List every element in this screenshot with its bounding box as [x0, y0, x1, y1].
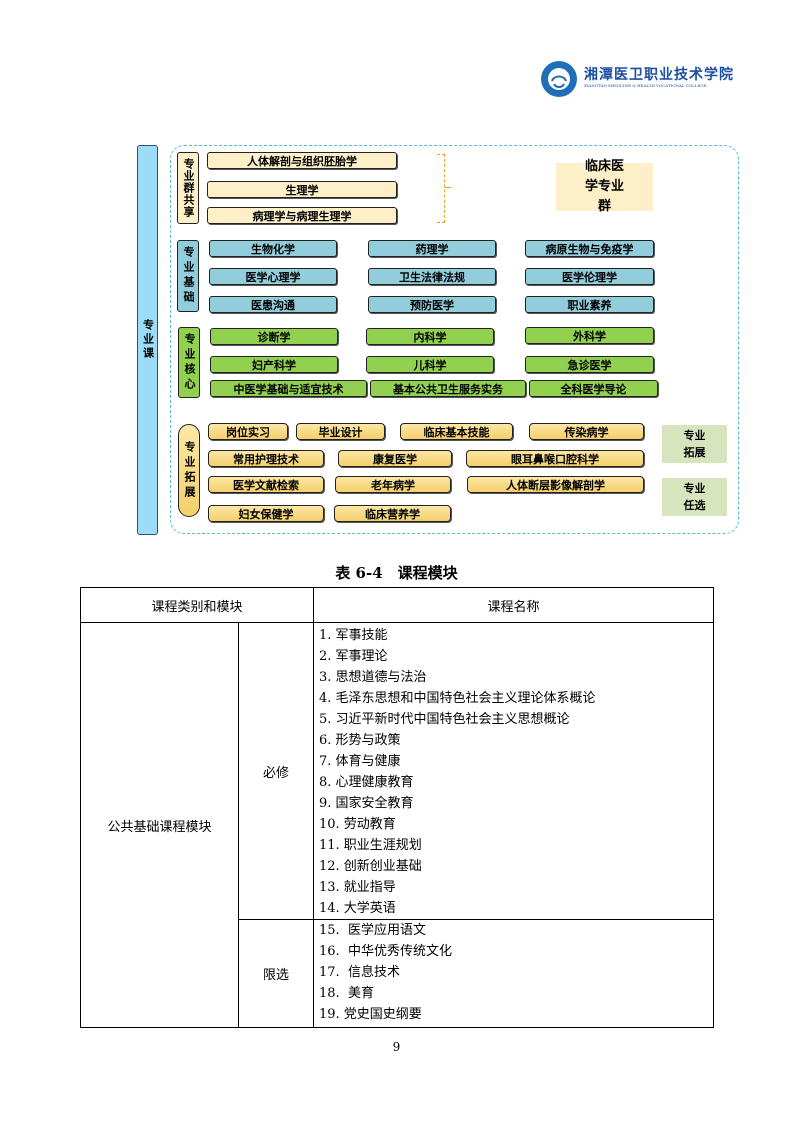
required-courses: 1. 军事技能 2. 军事理论 3. 思想道德与法治 4. 毛泽东思想和中国特色…: [313, 622, 714, 920]
college-seal-icon: [541, 61, 577, 97]
course-box: 病理学与病理生理学: [207, 207, 397, 224]
bracket: [437, 154, 445, 223]
basic-label: 专业基础: [177, 240, 199, 312]
ext-right-label: 专业拓展: [662, 425, 727, 463]
course-box: 内科学: [366, 328, 494, 345]
course-item: 1. 军事技能: [319, 628, 388, 643]
course-item: 14. 大学英语: [319, 901, 396, 916]
course-box: 医学心理学: [209, 268, 337, 285]
course-item: 16. 中华优秀传统文化: [319, 944, 452, 959]
header-category: 课程类别和模块: [80, 587, 314, 623]
course-box: 人体断层影像解剖学: [467, 476, 644, 493]
course-box: 预防医学: [368, 296, 496, 313]
course-box: 毕业设计: [296, 423, 385, 440]
page-number: 9: [392, 1040, 401, 1054]
course-box: 康复医学: [338, 450, 452, 467]
course-item: 6. 形势与政策: [319, 733, 401, 748]
course-box: 医学伦理学: [525, 268, 654, 285]
required-cell: 必修: [238, 622, 314, 920]
ext-label: 专业拓展: [178, 424, 200, 517]
course-item: 2. 军事理论: [319, 649, 388, 664]
logo-chinese-name: 湘潭医卫职业技术学院: [584, 67, 734, 83]
course-box: 常用护理技术: [208, 450, 324, 467]
course-box: 急诊医学: [525, 356, 654, 373]
module-cell: 公共基础课程模块: [80, 622, 239, 1028]
course-box: 中医学基础与适宜技术: [210, 380, 367, 397]
course-item: 11. 职业生涯规划: [319, 838, 422, 853]
course-box: 卫生法律法规: [368, 268, 496, 285]
course-box: 妇产科学: [210, 356, 338, 373]
course-item: 19. 党史国史纲要: [319, 1007, 422, 1022]
share-label: 专业群共享: [177, 152, 199, 224]
cluster-label: 临床医学专业群: [556, 159, 653, 214]
course-item: 3. 思想道德与法治: [319, 670, 427, 685]
course-item: 5. 习近平新时代中国特色社会主义思想概论: [319, 712, 570, 727]
table-caption: 表 6-4 课程模块: [335, 564, 458, 582]
course-box: 医患沟通: [209, 296, 337, 313]
course-item: 10. 劳动教育: [319, 817, 396, 832]
limited-courses: 15. 医学应用语文 16. 中华优秀传统文化 17. 信息技术 18. 美育 …: [313, 919, 714, 1028]
course-item: 9. 国家安全教育: [319, 796, 414, 811]
course-box: 病原生物与免疫学: [525, 240, 654, 257]
course-box: 生理学: [207, 181, 397, 198]
college-logo: 湘潭医卫职业技术学院 XIANGTAN MEDICINE & HEALTH VO…: [540, 58, 733, 100]
course-box: 眼耳鼻喉口腔科学: [466, 450, 644, 467]
course-item: 7. 体育与健康: [319, 754, 401, 769]
course-box: 临床营养学: [334, 505, 451, 522]
course-item: 12. 创新创业基础: [319, 859, 422, 874]
diagram-container: [170, 145, 739, 534]
course-box: 人体解剖与组织胚胎学: [207, 152, 397, 169]
limited-cell: 限选: [238, 919, 314, 1028]
course-box: 药理学: [368, 240, 496, 257]
course-item: 4. 毛泽东思想和中国特色社会主义理论体系概论: [319, 691, 596, 706]
course-box: 生物化学: [209, 240, 337, 257]
course-box: 老年病学: [335, 476, 451, 493]
course-box: 全科医学导论: [529, 380, 658, 397]
course-module-table: 课程类别和模块 课程名称 公共基础课程模块 必修 1. 军事技能 2. 军事理论…: [80, 587, 714, 1028]
course-item: 17. 信息技术: [319, 965, 400, 980]
course-box: 岗位实习: [208, 423, 288, 440]
course-box: 儿科学: [366, 356, 494, 373]
course-box: 医学文献检索: [208, 476, 324, 493]
course-box: 传染病学: [529, 423, 644, 440]
course-box: 职业素养: [525, 296, 654, 313]
bracket-tick: [445, 187, 451, 188]
course-item: 18. 美育: [319, 986, 374, 1001]
course-box: 诊断学: [210, 328, 338, 345]
logo-english-name: XIANGTAN MEDICINE & HEALTH VOCATIONAL CO…: [584, 83, 707, 88]
course-item: 13. 就业指导: [319, 880, 396, 895]
main-course-bar: 专业课: [137, 145, 158, 535]
core-label: 专业核心: [178, 327, 200, 398]
main-course-label: 专业课: [141, 319, 155, 361]
elective-right-label: 专业任选: [662, 478, 727, 516]
course-item: 8. 心理健康教育: [319, 775, 414, 790]
course-box: 基本公共卫生服务实务: [370, 380, 526, 397]
course-box: 外科学: [525, 327, 654, 344]
course-box: 临床基本技能: [400, 423, 513, 440]
header-course-name: 课程名称: [313, 587, 714, 623]
course-item: 15. 医学应用语文: [319, 923, 426, 938]
course-box: 妇女保健学: [208, 505, 324, 522]
